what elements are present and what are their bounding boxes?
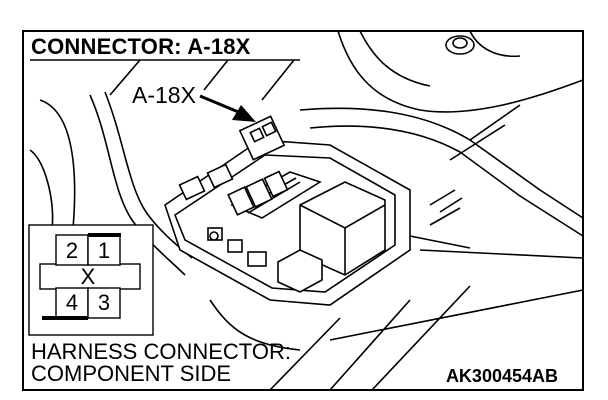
connector-key-label: X <box>80 264 96 289</box>
relay-box <box>164 115 411 306</box>
pin-1-label: 1 <box>97 238 111 263</box>
caption-line-2: COMPONENT SIDE <box>31 361 232 386</box>
background-linework <box>29 30 584 391</box>
caption-line-1: HARNESS CONNECTOR: <box>31 339 291 364</box>
connector-face-diagram <box>28 224 154 336</box>
callout-arrow <box>199 94 256 122</box>
pin-2-label: 2 <box>65 238 79 263</box>
connector-callout-label: A-18X <box>132 82 196 108</box>
pin-3-label: 3 <box>97 290 111 315</box>
figure-code: AK300454AB <box>445 366 558 386</box>
figure-frame <box>22 30 584 391</box>
connector-title: CONNECTOR: A-18X <box>31 34 251 59</box>
pin-4-label: 4 <box>65 290 79 315</box>
